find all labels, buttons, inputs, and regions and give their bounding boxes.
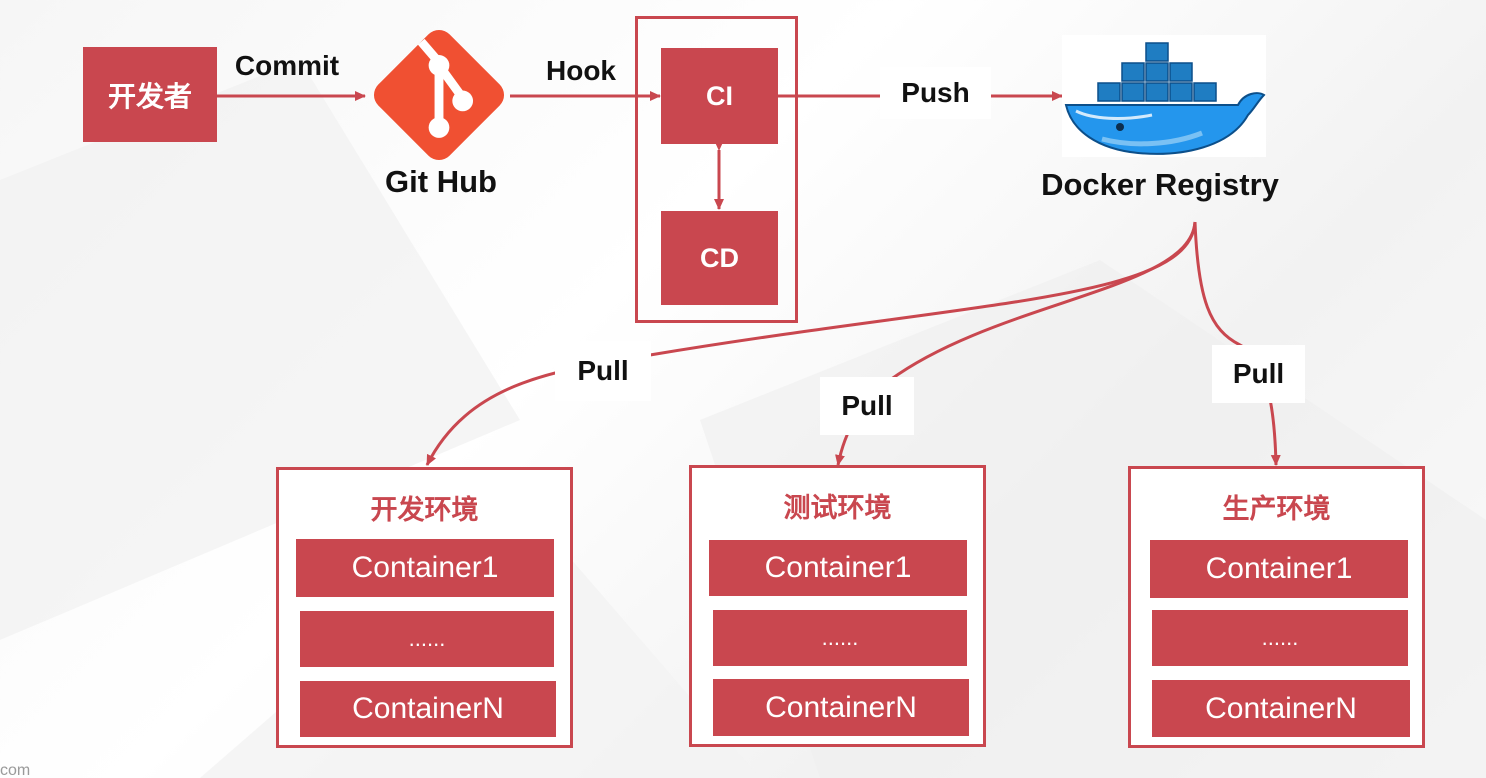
env-dev: 开发环境 Container1 ...... ContainerN [276,467,573,748]
env-prod: 生产环境 Container1 ...... ContainerN [1128,466,1425,748]
env-test-container-ellipsis: ...... [713,610,967,666]
footer-text: com [0,762,31,778]
pull-arrow-dev [425,221,1197,466]
env-prod-container-first: Container1 [1150,540,1408,598]
developer-node: 开发者 [83,47,217,142]
env-dev-container-last: ContainerN [300,681,556,737]
ci-label: CI [706,80,733,111]
env-test-container-first: Container1 [709,540,967,596]
push-label: Push [880,67,991,119]
env-dev-container-ellipsis: ...... [300,611,554,667]
env-prod-container-last: ContainerN [1152,680,1410,737]
registry-label: Docker Registry [1041,167,1279,202]
git-logo-icon [373,29,505,161]
pull-arrow-prod [1193,221,1281,466]
docker-whale-icon [1062,35,1266,157]
pull-label-test: Pull [820,377,914,435]
cd-node: CD [661,211,778,305]
pull-label-prod: Pull [1212,345,1305,403]
developer-label: 开发者 [107,80,192,112]
cicd-group [635,16,798,323]
env-test-title: 测试环境 [783,493,892,523]
ci-node: CI [661,48,778,144]
env-test-container-last: ContainerN [713,679,969,736]
commit-label: Commit [234,50,340,81]
env-dev-container-first: Container1 [296,539,554,597]
env-dev-title: 开发环境 [370,495,479,525]
env-test: 测试环境 Container1 ...... ContainerN [689,465,986,747]
hook-label: Hook [546,55,616,86]
github-label: Git Hub [385,164,497,199]
pull-label-dev: Pull [555,341,651,401]
env-prod-container-ellipsis: ...... [1152,610,1408,666]
cd-label: CD [700,242,739,273]
env-prod-title: 生产环境 [1222,494,1331,524]
